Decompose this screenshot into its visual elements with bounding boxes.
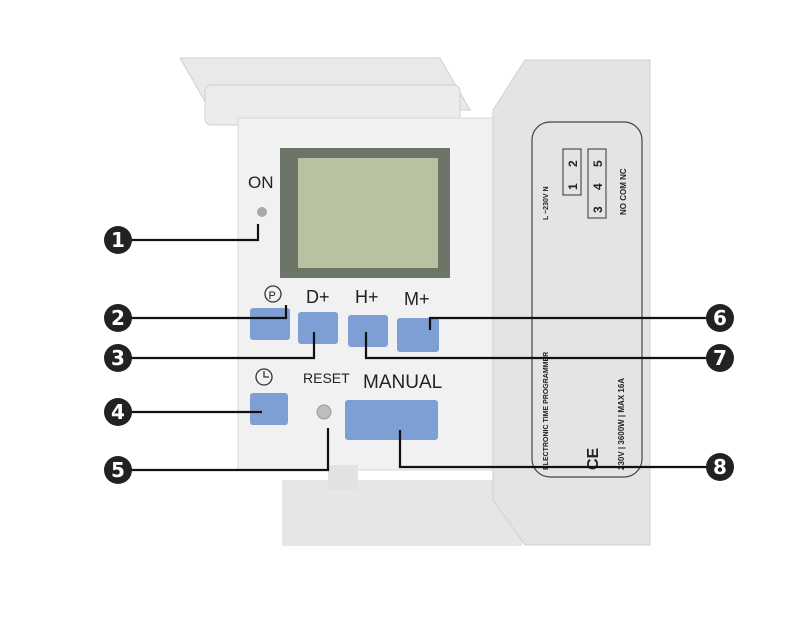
side-spec-label: ELECTRONIC TIME PROGRAMMER CE 230V | 360…: [531, 121, 643, 478]
ce-mark: CE: [585, 447, 602, 470]
terminal-2: 2: [566, 160, 580, 167]
manual-label: MANUAL: [363, 372, 442, 393]
leader-line-2: [130, 305, 288, 320]
reset-button[interactable]: [316, 404, 332, 420]
leader-line-7: [364, 332, 706, 360]
leader-line-3: [130, 332, 316, 360]
callout-1: 1: [104, 226, 132, 254]
svg-text:1: 1: [111, 228, 125, 252]
terminal-5: 5: [591, 160, 605, 167]
leader-line-8: [398, 430, 706, 469]
minute-label: M+: [404, 289, 430, 309]
program-icon: [264, 285, 282, 303]
leader-line-5: [130, 428, 330, 472]
din-rail-base: [282, 480, 522, 546]
callout-4: 4: [104, 398, 132, 426]
leader-lines: [130, 224, 706, 472]
program-symbol: P: [269, 290, 276, 302]
callout-2: 2: [104, 304, 132, 332]
callout-8: 8: [706, 453, 734, 481]
hour-label: H+: [355, 287, 379, 307]
leader-line-1: [130, 224, 260, 242]
callout-7: 7: [706, 344, 734, 372]
leader-line-6: [428, 316, 706, 330]
terminal-4: 4: [591, 183, 605, 190]
reset-label: RESET: [303, 370, 350, 386]
day-label: D+: [306, 287, 330, 307]
manual-button[interactable]: [345, 400, 438, 440]
svg-text:8: 8: [713, 455, 727, 479]
hour-button[interactable]: [348, 315, 388, 347]
svg-text:3: 3: [111, 346, 125, 370]
callout-3: 3: [104, 344, 132, 372]
timer-device: ON P D+ H+ M+ RESET MANUAL ELECTRONIC TI…: [179, 57, 651, 546]
label-wiring-top: L ~230V N: [543, 186, 550, 220]
svg-text:7: 7: [713, 346, 727, 370]
label-rating: 230V | 3600W | MAX 16A: [617, 378, 626, 470]
svg-text:5: 5: [111, 458, 125, 482]
label-title: ELECTRONIC TIME PROGRAMMER: [543, 352, 550, 470]
terminal-3: 3: [591, 206, 605, 213]
callout-6: 6: [706, 304, 734, 332]
side-panel: [492, 59, 651, 546]
clock-icon: [255, 368, 273, 386]
svg-text:4: 4: [111, 400, 125, 424]
program-button[interactable]: [250, 308, 290, 340]
svg-text:2: 2: [111, 306, 125, 330]
clip: [328, 465, 358, 490]
clock-button[interactable]: [250, 393, 288, 425]
lcd-screen: [298, 158, 438, 268]
svg-text:6: 6: [713, 306, 727, 330]
on-label: ON: [248, 173, 274, 192]
minute-button[interactable]: [397, 318, 439, 352]
terminal-1: 1: [566, 183, 580, 190]
callout-5: 5: [104, 456, 132, 484]
on-led: [257, 207, 267, 217]
label-wiring-bottom: NO COM NC: [619, 168, 628, 215]
day-button[interactable]: [298, 312, 338, 344]
